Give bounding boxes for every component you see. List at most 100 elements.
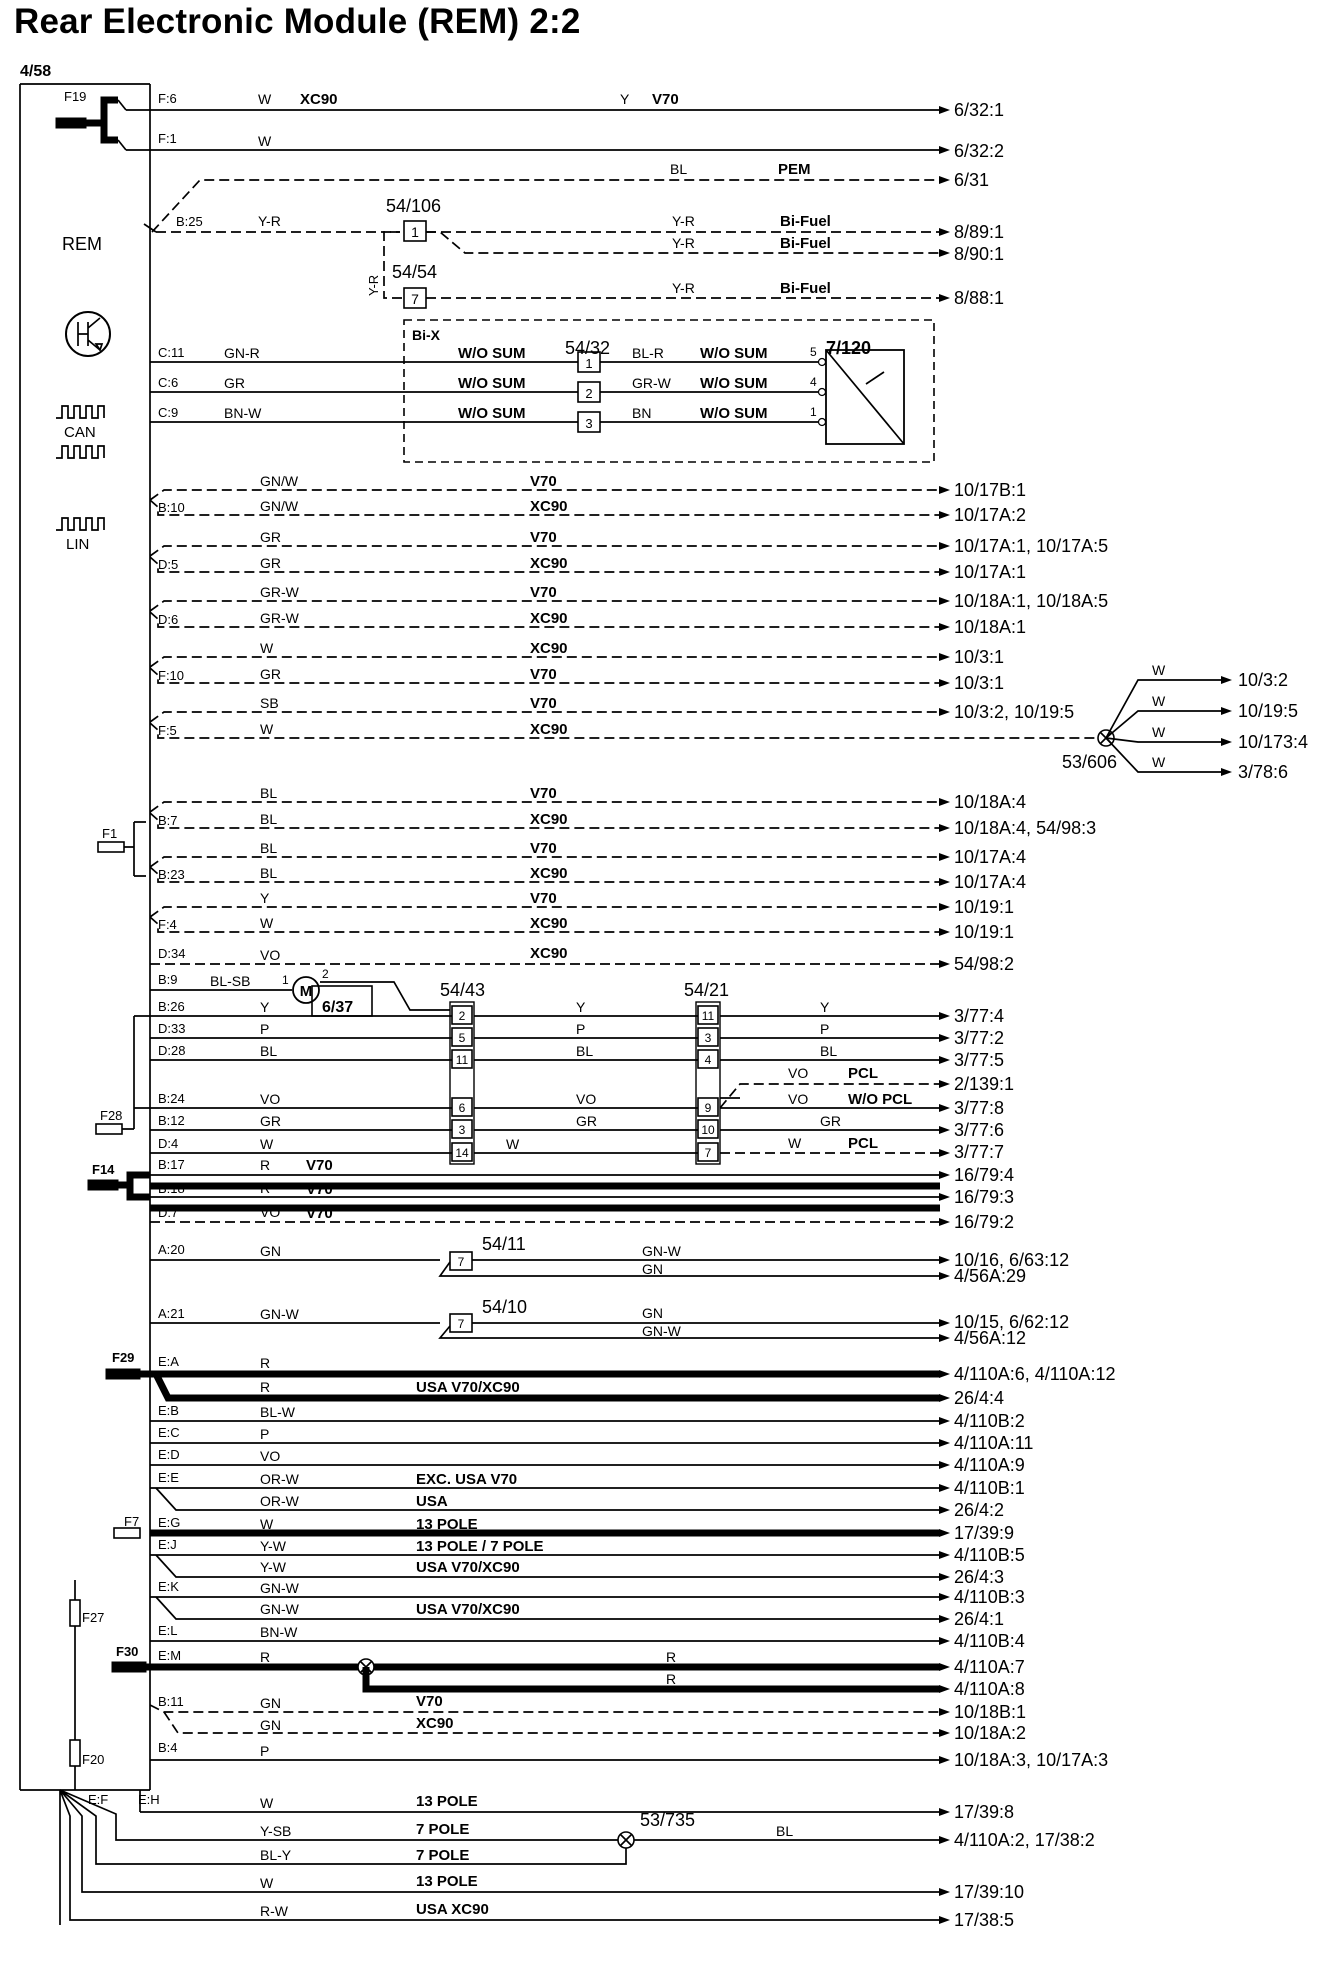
destination-label: 10/173:4	[1238, 732, 1308, 752]
arrow-icon	[939, 1149, 950, 1157]
wire-line	[149, 556, 940, 573]
destination-label: 10/19:1	[954, 897, 1014, 917]
destination-label: 10/18A:4	[954, 792, 1026, 812]
wire-color-label: R	[260, 1649, 270, 1665]
motor-pin: 2	[322, 967, 329, 981]
switch-contact	[117, 139, 127, 151]
wire-line	[149, 722, 1098, 739]
can-bus-icon	[56, 405, 105, 419]
arrow-icon	[939, 176, 950, 184]
option-label: W/O SUM	[700, 405, 768, 422]
wire-line	[438, 1325, 940, 1339]
fuse-label: F29	[112, 1350, 134, 1365]
pin-label: C:6	[158, 375, 178, 390]
pin-label: C:9	[158, 405, 178, 420]
fuse-f20	[69, 1739, 81, 1767]
wire-line	[155, 1596, 940, 1620]
wire-color-label: Y	[576, 999, 586, 1015]
arrow-icon	[939, 106, 950, 114]
connector-pin-number: 2	[459, 1009, 466, 1023]
wire-color-label: R	[666, 1671, 676, 1687]
connector-pin-number: 14	[455, 1146, 469, 1160]
destination-label: 10/3:2, 10/19:5	[954, 702, 1074, 722]
connector-54-11	[449, 1251, 473, 1271]
destination-label: 3/77:6	[954, 1120, 1004, 1140]
option-label: W/O SUM	[700, 375, 768, 392]
destination-label: 10/17B:1	[954, 480, 1026, 500]
destination-label: 17/38:5	[954, 1910, 1014, 1930]
destination-label: 3/78:6	[1238, 762, 1288, 782]
destination-label: 6/31	[954, 170, 989, 190]
wire-line	[115, 1816, 940, 1841]
wire-color-label: W	[1152, 662, 1166, 678]
destination-label: 26/4:2	[954, 1500, 1004, 1520]
arrow-icon	[939, 486, 950, 494]
option-label: USA V70/XC90	[416, 1379, 520, 1396]
arrow-icon	[939, 653, 950, 661]
pin-label: F:10	[158, 668, 184, 683]
option-label: W/O SUM	[458, 375, 526, 392]
sensor-pin: 1	[810, 405, 817, 419]
wire-line	[719, 1083, 940, 1109]
destination-label: 10/3:1	[954, 647, 1004, 667]
destination-label: 4/110A:8	[954, 1679, 1025, 1699]
option-label: USA XC90	[416, 1901, 489, 1918]
destination-label: 4/110B:2	[954, 1411, 1025, 1431]
option-label: XC90	[530, 865, 568, 882]
wire-color-label: Y	[820, 999, 830, 1015]
arrow-icon	[939, 623, 950, 631]
wire-color-label: Y-W	[260, 1538, 287, 1554]
arrow-icon	[939, 1439, 950, 1447]
destination-label: 3/77:5	[954, 1050, 1004, 1070]
wire-color-label: R-W	[260, 1903, 289, 1919]
connector-54-21	[695, 1001, 721, 1165]
wire-color-label: GR	[820, 1113, 841, 1129]
connector-pin-number: 7	[458, 1317, 465, 1331]
connector-pin-number: 2	[585, 386, 592, 401]
arrow-icon	[939, 1171, 950, 1179]
pin-label: B:4	[158, 1740, 178, 1755]
pin-label: B:17	[158, 1157, 185, 1172]
wire-line	[438, 1261, 940, 1277]
arrow-icon	[939, 1218, 950, 1226]
lin-label: LIN	[66, 536, 89, 553]
wire-color-label: BL	[576, 1043, 593, 1059]
connector-pin-number: 5	[459, 1031, 466, 1045]
arrow-icon	[1221, 676, 1232, 684]
wire-color-label: Y	[260, 890, 270, 906]
motor-pin: 1	[282, 973, 289, 987]
arrow-icon	[939, 1012, 950, 1020]
wire-color-label: VO	[260, 1204, 280, 1220]
fuse-label: F19	[64, 89, 86, 104]
arrow-icon	[939, 146, 950, 154]
option-label: XC90	[530, 915, 568, 932]
option-label: PCL	[848, 1135, 878, 1152]
option-label: USA V70/XC90	[416, 1559, 520, 1576]
connector-pin-number: 3	[705, 1031, 712, 1045]
pin-label: D:7	[158, 1205, 178, 1220]
arrow-icon	[939, 1484, 950, 1492]
option-label: W/O SUM	[458, 345, 526, 362]
splice-icon	[619, 1833, 633, 1847]
pin-label: E:A	[158, 1354, 179, 1369]
destination-label: 16/79:3	[954, 1187, 1014, 1207]
wire-color-label: W	[1152, 724, 1166, 740]
arrow-icon	[939, 1729, 950, 1737]
destination-label: 10/3:2	[1238, 670, 1288, 690]
option-label: USA V70/XC90	[416, 1601, 520, 1618]
wire-line	[163, 1711, 940, 1734]
pin-label: F:6	[158, 91, 177, 106]
arrow-icon	[939, 708, 950, 716]
option-label: PEM	[778, 161, 811, 178]
component-label: 54/54	[392, 262, 437, 282]
wire-color-label: GN-R	[224, 345, 260, 361]
destination-label: 10/15, 6/62:12	[954, 1312, 1069, 1332]
arrow-icon	[939, 1756, 950, 1764]
wire-line	[59, 1789, 141, 1925]
module-ref: 4/58	[20, 63, 51, 80]
wire-color-label: VO	[260, 947, 280, 963]
option-label: 13 POLE / 7 POLE	[416, 1538, 544, 1555]
destination-label: 10/18A:3, 10/17A:3	[954, 1750, 1108, 1770]
pin-label: B:10	[158, 500, 185, 515]
option-label: V70	[530, 840, 557, 857]
